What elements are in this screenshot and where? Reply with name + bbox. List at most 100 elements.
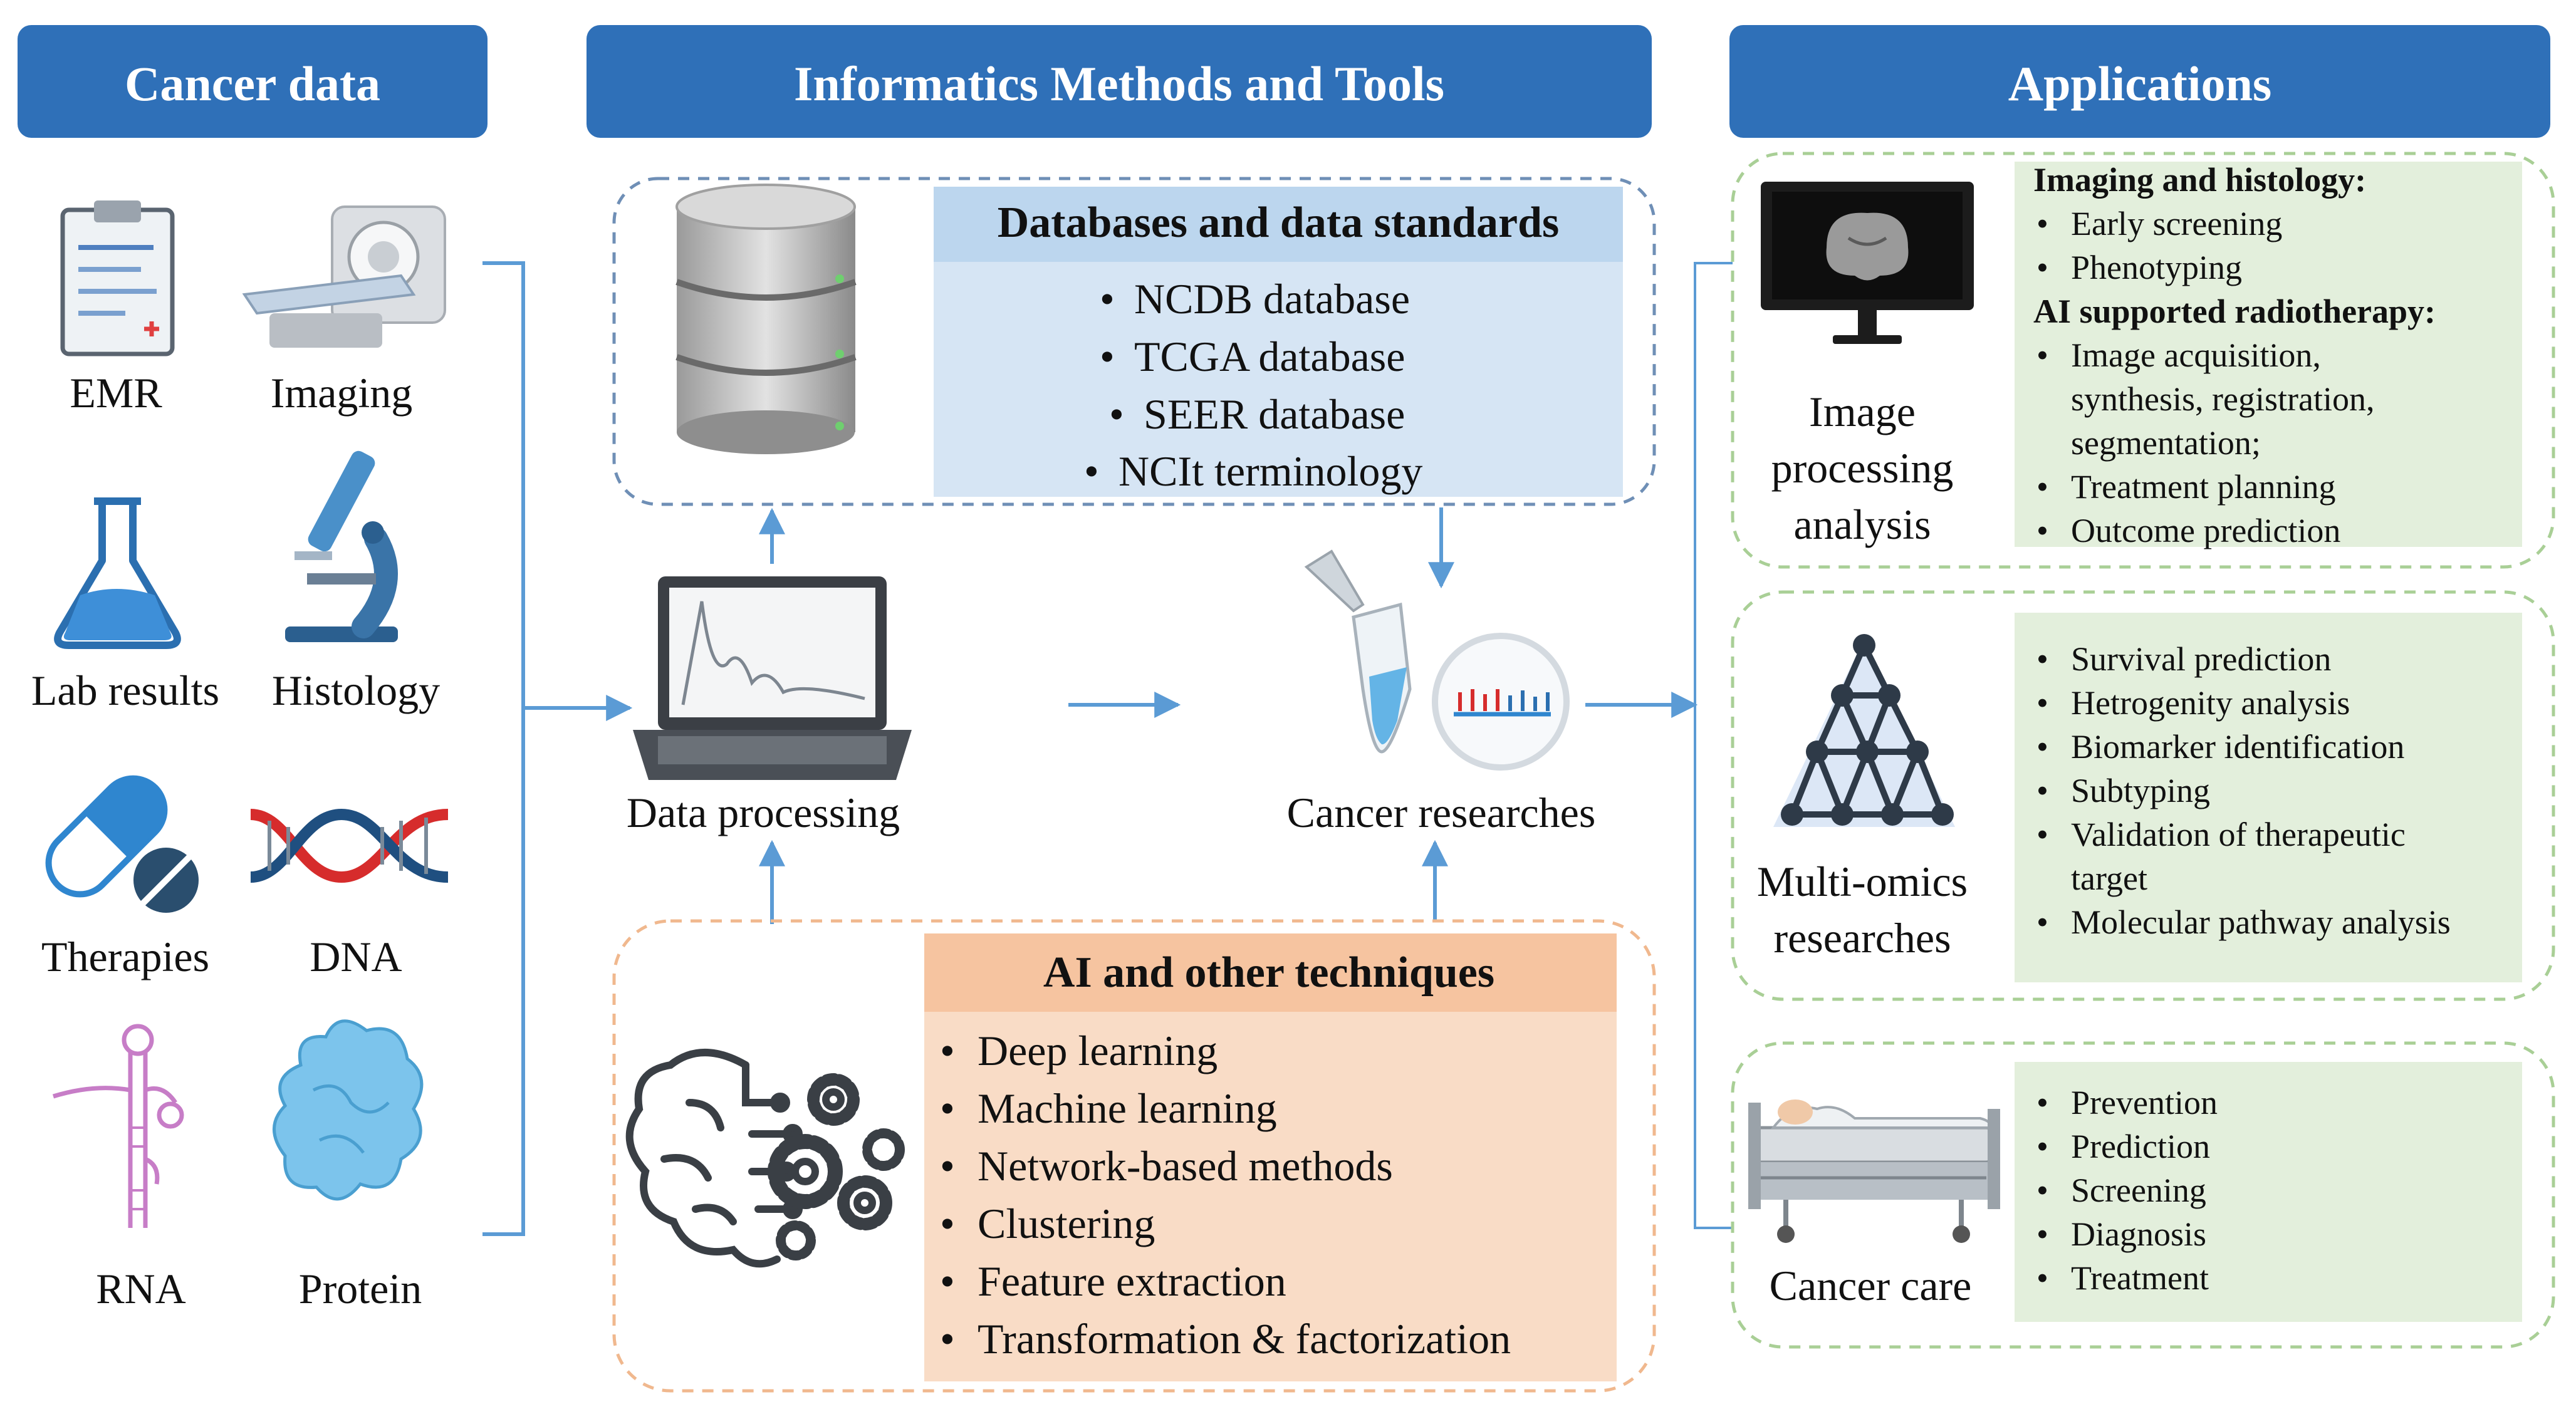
emr-label: EMR xyxy=(70,369,162,417)
cancer-data-bracket xyxy=(482,261,525,1236)
app-image-label-line2: processing xyxy=(1771,444,1954,492)
app-image-text-box xyxy=(2015,162,2522,547)
ai-bullet-4: • xyxy=(940,1200,955,1247)
histology-label: Histology xyxy=(272,667,440,714)
emr-icon xyxy=(60,200,175,356)
rna-icon xyxy=(52,1024,184,1228)
app-care-prediction: Prediction xyxy=(2071,1128,2210,1165)
header-methods: Informatics Methods and Tools xyxy=(587,25,1652,138)
ai-bullet-5: • xyxy=(940,1257,955,1305)
flask-icon xyxy=(54,497,181,649)
app-image-outcome-prediction: Outcome prediction xyxy=(2071,512,2340,549)
bullet: • xyxy=(2036,1128,2048,1165)
microscope-icon xyxy=(285,450,398,642)
bullet: • xyxy=(2036,684,2048,722)
ct-scanner-icon xyxy=(242,205,446,348)
header-cancer-data-label: Cancer data xyxy=(125,56,380,111)
ai-item-network-methods: Network-based methods xyxy=(978,1142,1393,1190)
app-care-text-box xyxy=(2015,1062,2522,1322)
app-care-diagnosis: Diagnosis xyxy=(2071,1215,2206,1253)
app-image-phenotyping: Phenotyping xyxy=(2071,249,2242,286)
db-bullet-2: • xyxy=(1100,333,1115,380)
ai-item-feature-extraction: Feature extraction xyxy=(978,1257,1286,1305)
bullet: • xyxy=(2036,772,2048,809)
app-omics-panel xyxy=(1731,590,2555,1001)
brain-gears-icon xyxy=(625,1049,905,1268)
bullet: • xyxy=(2036,903,2048,941)
bullet: • xyxy=(2036,1259,2048,1297)
db-bullet-4: • xyxy=(1084,447,1099,495)
bullet: • xyxy=(2036,249,2048,286)
db-bullet-1: • xyxy=(1100,275,1115,323)
app-image-panel xyxy=(1731,152,2555,569)
bullet: • xyxy=(2036,728,2048,766)
app-care-label: Cancer care xyxy=(1770,1262,1972,1309)
ai-bullet-2: • xyxy=(940,1084,955,1132)
app-image-label-line3: analysis xyxy=(1793,501,1931,548)
bullet: • xyxy=(2036,1172,2048,1209)
hospital-bed-icon xyxy=(1748,1099,2000,1243)
ai-bullet-6: • xyxy=(940,1315,955,1363)
bullet: • xyxy=(2036,1084,2048,1121)
bullet: • xyxy=(2036,512,2048,549)
bullet: • xyxy=(2036,1215,2048,1253)
databases-panel xyxy=(612,177,1656,506)
app-image-treatment-planning: Treatment planning xyxy=(2071,468,2335,506)
bullet: • xyxy=(2036,336,2048,374)
app-omics-survival: Survival prediction xyxy=(2071,640,2331,678)
header-cancer-data: Cancer data xyxy=(18,25,488,138)
sequencing-magnifier-icon xyxy=(1432,633,1570,771)
ai-title: AI and other techniques xyxy=(1043,949,1494,997)
ai-item-clustering: Clustering xyxy=(978,1200,1155,1247)
ai-item-deep-learning: Deep learning xyxy=(978,1027,1218,1074)
ai-list-box xyxy=(924,1012,1617,1381)
app-image-acquisition-line2: synthesis, registration, xyxy=(2071,380,2374,418)
ai-panel xyxy=(612,919,1656,1393)
app-omics-heterogeneity: Hetrogenity analysis xyxy=(2071,684,2350,722)
data-processing-label: Data processing xyxy=(627,789,900,836)
databases-list-box xyxy=(934,262,1623,497)
ai-item-transformation: Transformation & factorization xyxy=(978,1315,1511,1363)
app-omics-subtyping: Subtyping xyxy=(2071,772,2210,809)
ai-bullet-1: • xyxy=(940,1027,955,1074)
cancer-researches-label: Cancer researches xyxy=(1287,789,1596,836)
app-omics-text-box xyxy=(2015,613,2522,982)
app-omics-label-line2: researches xyxy=(1773,914,1951,962)
app-omics-biomarker: Biomarker identification xyxy=(2071,728,2404,766)
ai-item-machine-learning: Machine learning xyxy=(978,1084,1277,1132)
db-item-ncdb: NCDB database xyxy=(1134,275,1410,323)
imaging-label: Imaging xyxy=(271,369,413,417)
app-care-treatment: Treatment xyxy=(2071,1259,2209,1297)
db-item-ncit: NCIt terminology xyxy=(1119,447,1422,495)
databases-title: Databases and data standards xyxy=(998,199,1560,247)
database-icon xyxy=(675,184,857,454)
protein-icon xyxy=(273,1019,424,1201)
app-omics-label-line1: Multi-omics xyxy=(1757,858,1968,905)
therapies-label: Therapies xyxy=(41,933,209,980)
db-bullet-3: • xyxy=(1109,390,1124,438)
ai-bullet-3: • xyxy=(940,1142,955,1190)
dna-icon xyxy=(250,808,449,883)
app-image-acquisition-line3: segmentation; xyxy=(2071,424,2261,462)
db-item-seer: SEER database xyxy=(1144,390,1405,438)
app-omics-validation-line1: Validation of therapeutic xyxy=(2071,816,2406,853)
laptop-icon xyxy=(633,576,912,780)
rna-label: RNA xyxy=(96,1265,186,1312)
protein-label: Protein xyxy=(299,1265,422,1312)
db-item-tcga: TCGA database xyxy=(1134,333,1405,380)
bullet: • xyxy=(2036,205,2048,242)
app-image-label-line1: Image xyxy=(1809,388,1916,435)
app-image-acquisition-line1: Image acquisition, xyxy=(2071,336,2321,374)
monitor-brain-icon xyxy=(1761,182,1974,344)
databases-title-bar xyxy=(934,187,1623,262)
app-image-heading1: Imaging and histology: xyxy=(2033,161,2366,199)
molecule-network-icon xyxy=(1773,634,1955,827)
dna-label: DNA xyxy=(310,933,402,980)
applications-bracket xyxy=(1694,262,1733,1229)
app-image-heading2: AI supported radiotherapy: xyxy=(2033,293,2436,330)
test-tube-icon xyxy=(1304,549,1412,754)
pills-icon xyxy=(45,775,199,913)
app-care-prevention: Prevention xyxy=(2071,1084,2218,1121)
app-omics-validation-line2: target xyxy=(2071,860,2147,897)
